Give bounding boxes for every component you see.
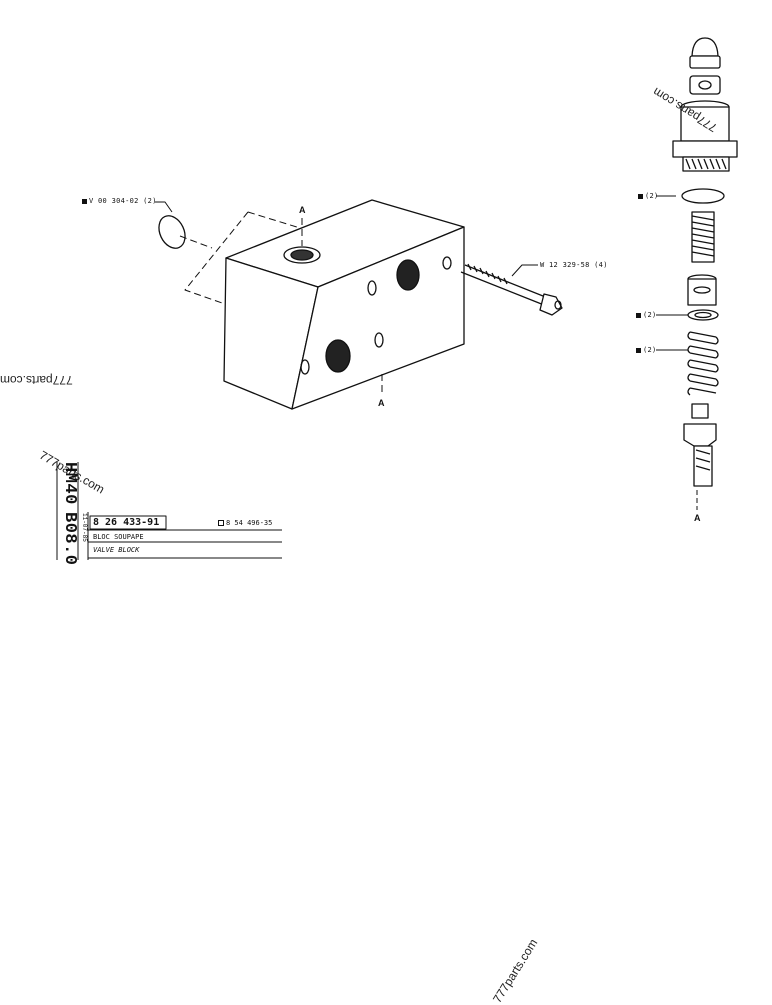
part-name-english: VALVE BLOCK: [93, 546, 140, 554]
machine-code: HM40: [60, 462, 79, 505]
o-ring-callout-text: V 00 304-02 (2): [89, 197, 157, 205]
o-ring: [158, 215, 186, 249]
watermark-left: 777parts.com: [0, 373, 73, 387]
part-number: 8 26 433-91: [93, 517, 160, 528]
spring-callout: (2): [636, 346, 657, 354]
kit-marker-icon: [636, 312, 641, 318]
o-ring-callout: V 00 304-02 (2): [82, 197, 157, 205]
screw: [460, 263, 563, 316]
seal-callout: (2): [638, 192, 659, 200]
title-block-lines: [56, 462, 282, 560]
part-name-french: BLOC SOUPAPE: [93, 533, 144, 541]
ref-number-text: 8 54 496-35: [226, 519, 273, 527]
date-label: 11-07-85: [81, 513, 88, 542]
kit-marker-icon: [638, 193, 643, 199]
kit-marker-icon: [636, 347, 641, 353]
group-code: B08.0: [60, 512, 79, 566]
ref-number: 8 54 496-35: [218, 519, 272, 527]
washer-callout-text: (2): [643, 311, 657, 319]
valve-block-body: [223, 199, 465, 410]
leader-lines: [155, 195, 688, 351]
kit-marker-icon: [82, 198, 87, 204]
section-mark-bottom: A: [378, 398, 385, 408]
reference-box-icon: [218, 520, 224, 526]
section-mark-cartridge: A: [694, 513, 701, 523]
seal-callout-text: (2): [645, 192, 659, 200]
screw-callout-text: W 12 329-58 (4): [540, 261, 608, 269]
screw-callout: W 12 329-58 (4): [540, 261, 608, 269]
relief-valve-cartridge: [672, 37, 738, 510]
section-mark-top: A: [299, 205, 306, 215]
washer-callout: (2): [636, 311, 657, 319]
spring-callout-text: (2): [643, 346, 657, 354]
